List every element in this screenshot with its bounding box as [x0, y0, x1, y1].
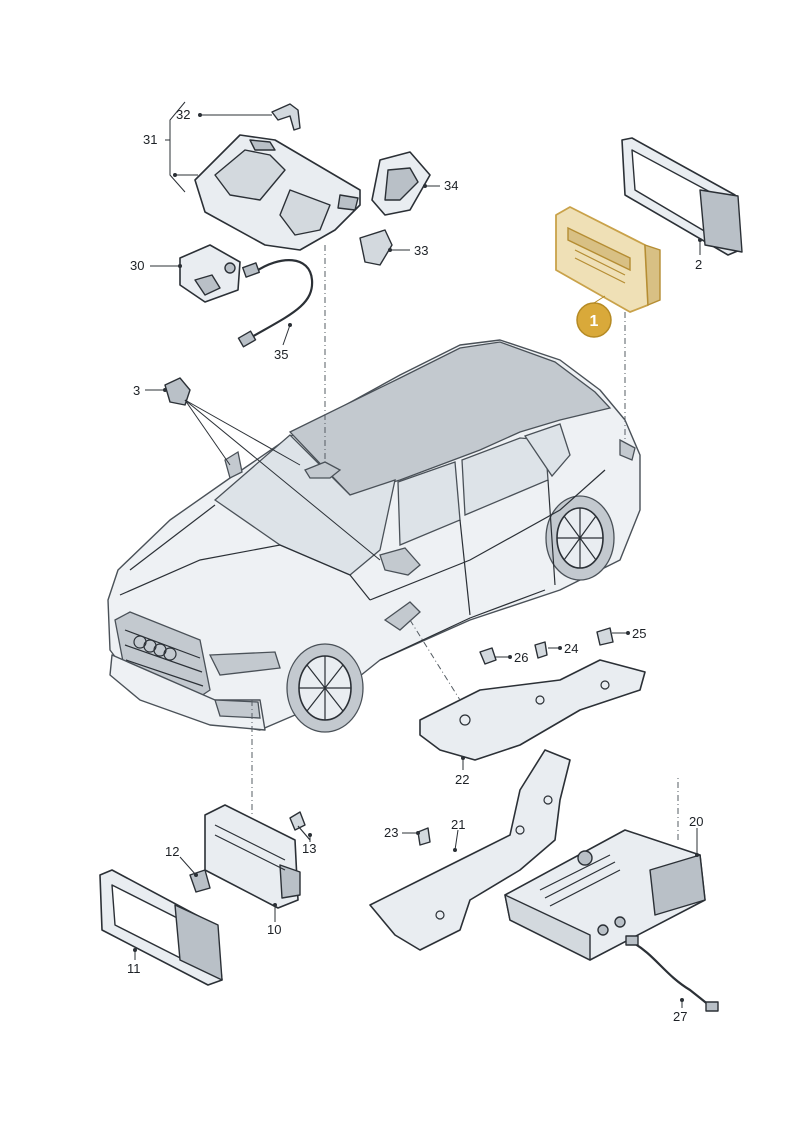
part-31-bracket	[194, 134, 361, 251]
callout-24: 24	[564, 641, 578, 656]
callout-34: 34	[444, 178, 458, 193]
callout-labels: 32 31 34 33 30 35 3 2 26 24 25 22 21 23 …	[127, 107, 703, 1024]
callout-2: 2	[695, 257, 702, 272]
callout-31: 31	[143, 132, 157, 147]
part-20-control-module	[504, 829, 706, 961]
part-30-camera	[179, 244, 241, 303]
callout-10: 10	[267, 922, 281, 937]
part-13-screw	[289, 811, 311, 841]
callout-21: 21	[451, 817, 465, 832]
callout-23: 23	[384, 825, 398, 840]
part-33-cover-small	[359, 229, 393, 266]
highlight-badge[interactable]: 1	[576, 295, 612, 338]
callout-11: 11	[127, 961, 141, 976]
part-22-bracket-plate	[419, 659, 646, 761]
callout-32: 32	[176, 107, 190, 122]
callout-25: 25	[632, 626, 646, 641]
part-21-bracket	[369, 749, 571, 951]
part-32-clip	[271, 103, 301, 131]
part-35-cable	[237, 259, 314, 348]
callout-1: 1	[590, 313, 599, 330]
callout-20: 20	[689, 814, 703, 829]
callout-26: 26	[514, 650, 528, 665]
leader-lines	[133, 101, 702, 1008]
part-27-cable	[625, 935, 719, 1012]
part-2-frame	[621, 137, 743, 256]
callout-35: 35	[274, 347, 288, 362]
callout-33: 33	[414, 243, 428, 258]
callout-22: 22	[455, 772, 469, 787]
callout-3: 3	[133, 383, 140, 398]
part-34-cover	[371, 151, 431, 216]
part-10-control-unit	[204, 804, 301, 909]
callout-30: 30	[130, 258, 144, 273]
part-24-25-26-screws	[479, 627, 614, 665]
part-11-frame	[99, 869, 223, 986]
part-12-clip	[189, 869, 211, 893]
callout-13: 13	[302, 841, 316, 856]
callout-12: 12	[165, 844, 179, 859]
vehicle-illustration	[107, 339, 641, 733]
callout-27: 27	[673, 1009, 687, 1024]
part-1-control-unit	[555, 206, 661, 313]
part-3-sensor	[164, 377, 191, 406]
